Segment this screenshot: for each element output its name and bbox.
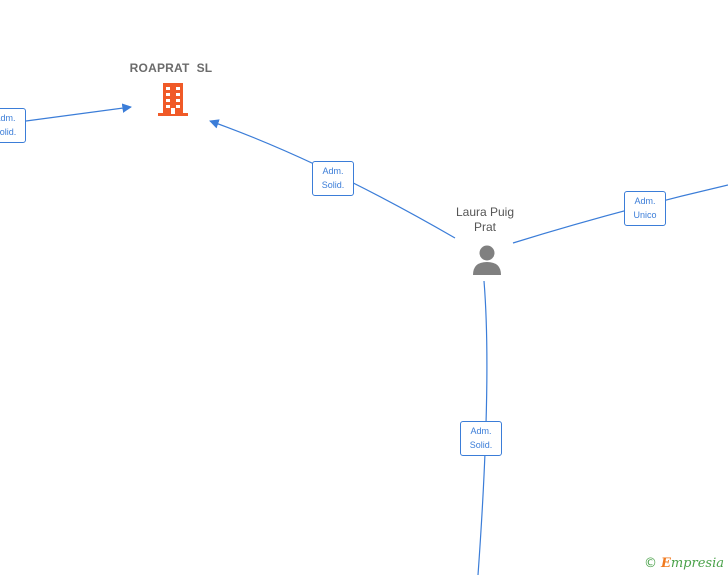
edge-person-to-bottom bbox=[477, 280, 488, 575]
relation-badge-company-line1: Adm. bbox=[322, 166, 344, 176]
person-icon[interactable] bbox=[470, 244, 504, 276]
copyright-brand: ©Empresia bbox=[644, 556, 724, 571]
copyright-symbol: © bbox=[643, 556, 657, 571]
relation-badge-company[interactable]: Adm. Solid. bbox=[312, 161, 354, 196]
brand-rest: mpresia bbox=[670, 556, 724, 571]
relation-badge-left[interactable]: Adm. Solid. bbox=[0, 108, 26, 143]
relation-badge-bottom-line2: Solid. bbox=[469, 440, 493, 450]
relation-badge-bottom[interactable]: Adm. Solid. bbox=[460, 421, 502, 456]
building-icon[interactable] bbox=[156, 81, 190, 117]
relation-badge-right-line1: Adm. bbox=[634, 196, 656, 206]
relation-badge-right-line2: Unico bbox=[633, 210, 657, 220]
person-name[interactable]: Laura Puig Prat bbox=[440, 205, 530, 235]
person-name-line1: Laura Puig bbox=[455, 205, 515, 219]
relation-badge-bottom-line1: Adm. bbox=[470, 426, 492, 436]
relation-badge-left-line1: Adm. bbox=[0, 113, 16, 123]
relation-badge-right[interactable]: Adm. Unico bbox=[624, 191, 666, 226]
brand-initial: E bbox=[660, 556, 671, 571]
person-name-line2: Prat bbox=[473, 220, 496, 234]
company-name[interactable]: ROAPRAT SL bbox=[129, 61, 213, 75]
edge-left-to-company bbox=[25, 103, 132, 122]
edge-person-to-right bbox=[512, 184, 728, 244]
relation-badge-left-line2: Solid. bbox=[0, 127, 17, 137]
relation-badge-company-line2: Solid. bbox=[321, 180, 345, 190]
